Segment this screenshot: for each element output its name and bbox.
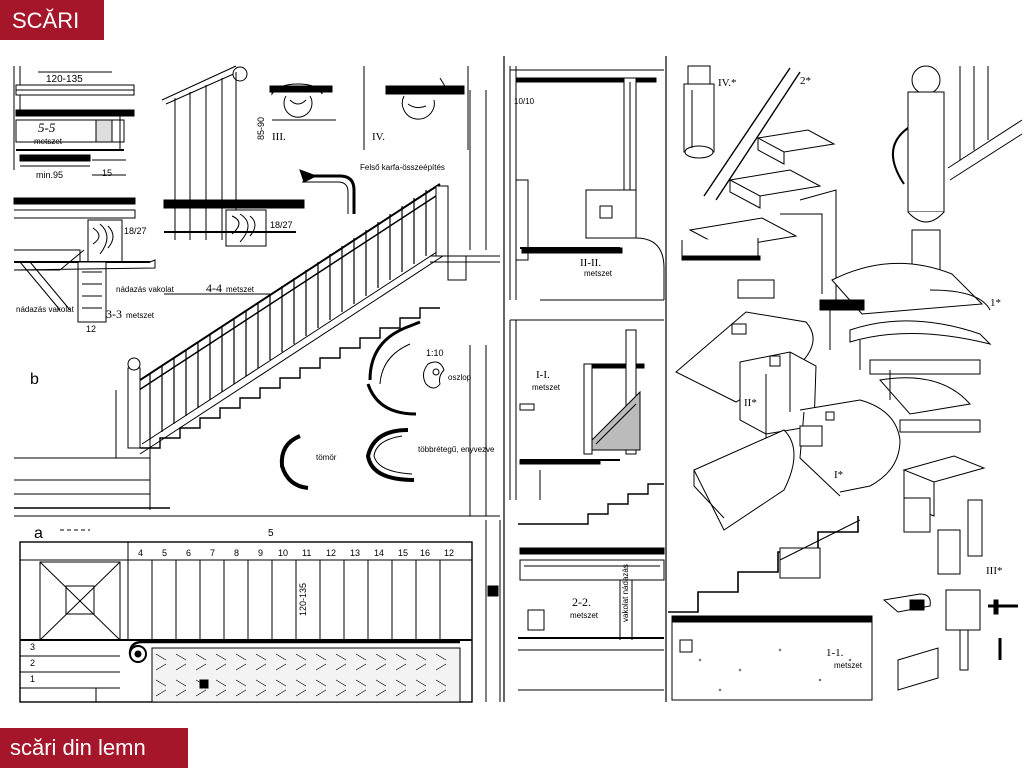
main-staircase-elevation (14, 90, 500, 517)
roman-iii: III. (272, 131, 286, 143)
sII-label: II-II. (580, 257, 601, 269)
section-2-2-detail (518, 483, 665, 691)
sI-label: I-I. (536, 369, 550, 381)
handrail-profile-iv (363, 66, 469, 150)
handrail-curve-laminated (365, 428, 415, 482)
upper-rail-junction (302, 174, 356, 214)
s33-label: 3-3 (106, 307, 122, 321)
plan-step-16: 16 (420, 548, 430, 558)
handrail-curve-solid (279, 434, 309, 490)
plan-step-7: 7 (210, 548, 215, 558)
s33-note1: nádazás vakolat (116, 285, 175, 294)
iso-stair-section-1-1 (668, 516, 873, 701)
s55-sub: metszet (34, 137, 63, 146)
s44-dim2: 85-90 (256, 117, 266, 140)
s55-dim2: min.95 (36, 170, 63, 180)
title-text: SCĂRI (12, 8, 80, 33)
roman-iv: IV. (372, 131, 385, 143)
landing-step-3: 3 (30, 642, 35, 652)
section-5-5-detail (13, 66, 135, 176)
exploded-parts-ii-i (675, 311, 901, 531)
section-i-i-detail (509, 319, 664, 500)
landing-step-1: 1 (30, 674, 35, 684)
s44-dim1: 18/27 (270, 220, 293, 230)
plan-step-11: 11 (302, 548, 311, 558)
drawing-labels: 120-135 5-5 metszet min.95 15 18/27 náda… (16, 74, 1003, 684)
sI-sub: metszet (532, 383, 561, 392)
handrail-curve-1-10 (366, 320, 445, 416)
s55-label: 5-5 (38, 120, 56, 135)
landing-step-2: 2 (30, 658, 35, 668)
s22-label: 2-2. (572, 595, 591, 609)
footer-badge: scări din lemn (0, 728, 188, 768)
upper-rail-note: Felső karfa-összeépítés (360, 163, 445, 172)
plan-step-6: 6 (186, 548, 191, 558)
section-4-4-detail (161, 65, 318, 295)
s11-label: 1-1. (826, 647, 844, 659)
plan-width-dim: 120-135 (298, 583, 308, 616)
s33-dim2: 12 (86, 324, 96, 334)
plan-step-12b: 12 (444, 548, 454, 558)
stair-plan-a (19, 520, 501, 703)
exploded-joints-iii (882, 455, 1018, 691)
plan-step-9: 9 (258, 548, 263, 558)
section-ii-ii-detail (509, 66, 665, 301)
iso-stair-iv-2 (681, 65, 837, 310)
s22-note: vakolat nádazás (621, 564, 630, 622)
plan-step-12: 12 (326, 548, 336, 558)
scale-note: 1:10 (426, 348, 444, 358)
sII-dim: 10/10 (514, 97, 535, 106)
s11-sub: metszet (834, 661, 863, 670)
sII-sub: metszet (584, 269, 613, 278)
s44-label: 4-4 (206, 281, 222, 295)
s33-dim: 18/27 (124, 226, 147, 236)
s22-sub: metszet (570, 611, 599, 620)
s55-dim1: 120-135 (46, 74, 83, 85)
plan-step-10: 10 (278, 548, 288, 558)
roman-2-star: 2* (800, 75, 811, 87)
label-b: b (30, 371, 39, 388)
title-badge: SCĂRI (0, 0, 104, 40)
plan-step-5: 5 (162, 548, 167, 558)
plan-step-4: 4 (138, 548, 143, 558)
roman-1-star: 1* (990, 297, 1001, 309)
plan-step-14: 14 (374, 548, 384, 558)
roman-iv-star: IV.* (718, 77, 736, 89)
s44-sub: metszet (226, 285, 255, 294)
s33-sub: metszet (126, 311, 155, 320)
footer-caption: scări din lemn (10, 735, 146, 760)
solid-note: tömör (316, 453, 337, 462)
plan-top-mark: 5 (268, 528, 274, 539)
label-a: a (34, 525, 43, 542)
laminated-note: többrétegű, enyvezve (418, 445, 495, 454)
post-note: oszlop (448, 373, 472, 382)
section-3-3-detail (13, 197, 156, 323)
roman-ii-star: II* (744, 397, 757, 409)
plan-step-13: 13 (350, 548, 360, 558)
iso-winding-stair-1 (819, 65, 1023, 433)
roman-iii-star: III* (986, 565, 1003, 577)
plan-step-8: 8 (234, 548, 239, 558)
s55-dim3: 15 (102, 168, 112, 178)
handrail-profile-iii (269, 83, 336, 121)
roman-i-star: I* (834, 469, 843, 481)
s33-note2: nádazás vakolat (16, 305, 75, 314)
plan-step-15: 15 (398, 548, 408, 558)
